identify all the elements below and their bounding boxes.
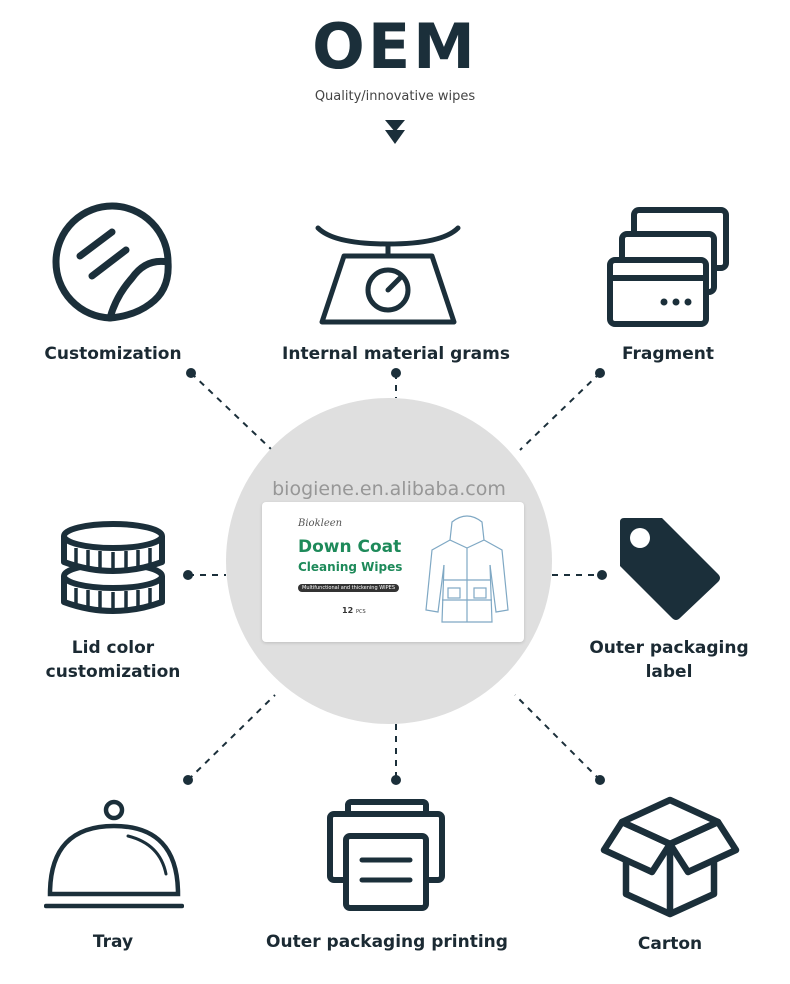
- item-label-customization: Customization: [44, 344, 182, 364]
- sticker-icon: [52, 202, 172, 322]
- product-pack: Biokleen Down Coat Cleaning Wipes Multif…: [262, 502, 524, 642]
- cards-icon: [607, 207, 729, 327]
- item-label-tray: Tray: [92, 932, 134, 952]
- cloche-icon: [44, 799, 184, 909]
- product-brand: Biokleen: [298, 518, 343, 529]
- product-name-line2: Cleaning Wipes: [298, 560, 403, 574]
- printer-icon: [327, 799, 445, 911]
- item-label-internal-material-grams: Internal material grams: [282, 344, 510, 364]
- product-tagline: Multifunctional and thickening WIPES: [298, 584, 400, 592]
- page-title: OEM: [312, 10, 478, 83]
- item-label-fragment: Fragment: [621, 344, 715, 364]
- watermark: biogiene.en.alibaba.com: [272, 478, 506, 500]
- lid-stack-icon: [61, 521, 165, 614]
- item-label-outer-packaging-printing: Outer packaging printing: [266, 932, 508, 952]
- item-label-outer-packaging-label: Outer packaging label: [589, 638, 749, 682]
- coat-icon: [425, 515, 509, 623]
- page-subtitle: Quality/innovative wipes: [314, 89, 476, 104]
- down-arrow-icon: [385, 120, 405, 144]
- item-label-carton: Carton: [637, 934, 703, 954]
- scale-icon: [315, 225, 461, 325]
- tag-icon: [620, 518, 720, 620]
- product-count: 12 PCS: [342, 606, 366, 615]
- product-name-line1: Down Coat: [298, 537, 402, 557]
- item-label-lid-color-customization: Lid color customization: [45, 638, 181, 682]
- box-icon: [600, 796, 740, 918]
